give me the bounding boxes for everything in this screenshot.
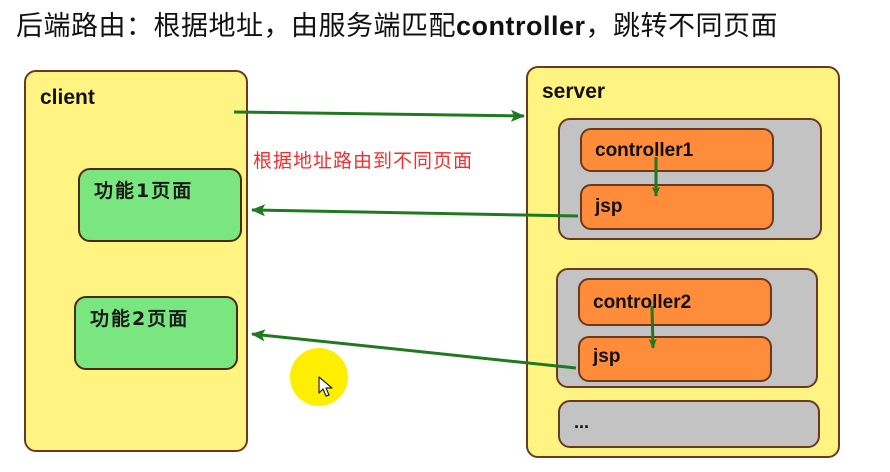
page-label-1: 功能1页面 [94,180,194,202]
page-box-1: 功能1页面 [78,168,242,242]
request-arrow [233,109,525,122]
controller-group-2: controller2 jsp [556,268,818,388]
response-arrow-2 [251,329,577,370]
more-ellipsis: ... [574,412,590,432]
more-group: ... [558,400,820,448]
jsp-box-2: jsp [578,336,772,382]
controller-label-2: controller2 [593,292,692,313]
page-label-2: 功能2页面 [90,308,190,330]
controller-group-1: controller1 jsp [558,118,822,240]
slide-title: 后端路由：根据地址，由服务端匹配controller，跳转不同页面 [16,4,778,43]
jsp-label-1: jsp [595,196,623,217]
controller-label-1: controller1 [595,140,694,161]
server-panel: server controller1 jsp controller2 jsp .… [526,66,840,458]
jsp-box-1: jsp [580,184,774,230]
response-arrow-1 [251,204,579,218]
routing-annotation: 根据地址路由到不同页面 [253,150,474,172]
title-text-after: ，跳转不同页面 [585,11,779,42]
client-label: client [40,86,95,109]
page-box-2: 功能2页面 [74,296,238,370]
server-label: server [542,80,606,103]
controller-box-2: controller2 [578,278,772,326]
mouse-cursor-icon [318,376,333,397]
controller-box-1: controller1 [580,128,774,172]
jsp-label-2: jsp [593,346,621,367]
title-text-before: 后端路由：根据地址，由服务端匹配 [16,11,456,42]
forward-arrow-2 [648,305,657,349]
client-panel: client 功能1页面 功能2页面 [24,70,248,452]
title-text-bold: controller [456,11,586,41]
